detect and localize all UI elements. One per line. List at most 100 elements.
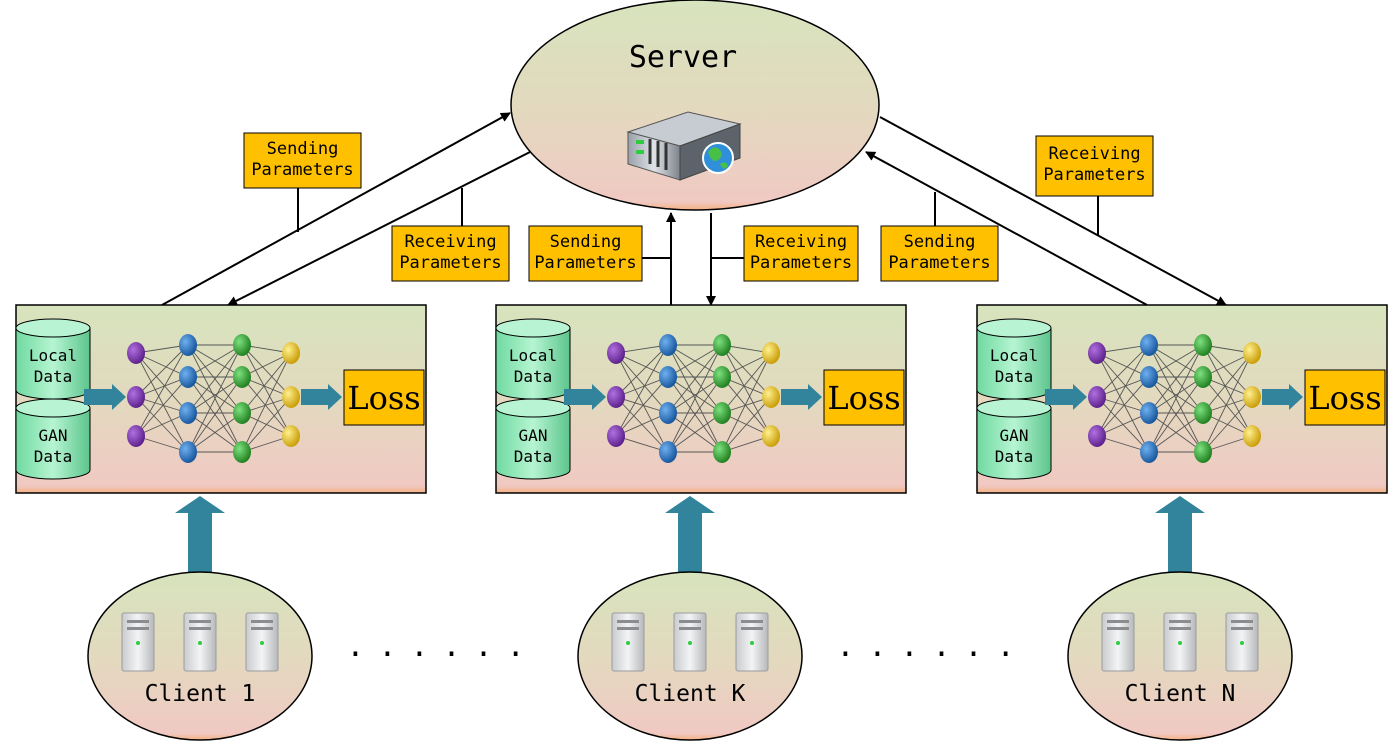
network-edge <box>1096 376 1150 398</box>
client-label: Client N <box>1125 681 1236 707</box>
loss-box <box>823 369 905 426</box>
network-edge <box>615 376 669 398</box>
network-edge <box>1096 352 1150 453</box>
neuron-input <box>127 342 145 364</box>
network-to-loss-arrow <box>1262 384 1303 410</box>
neuron-output <box>282 342 300 364</box>
server-ellipse <box>510 0 880 211</box>
network-edge <box>1096 344 1150 398</box>
neuron-hidden-1 <box>659 441 677 463</box>
network-edge <box>615 376 669 437</box>
network-edge <box>241 352 292 414</box>
network-edge <box>1202 396 1253 453</box>
network-edge <box>241 396 292 453</box>
upload-arrows <box>175 496 1205 574</box>
client-label: Client K <box>635 681 746 707</box>
server-tower-icon <box>1225 612 1259 672</box>
upload-arrow <box>175 496 225 574</box>
network-edge <box>1202 344 1253 398</box>
network-edge <box>1148 344 1204 453</box>
network-edge <box>135 376 189 398</box>
neuron-hidden-2 <box>1194 334 1212 356</box>
network-edge <box>1148 376 1204 414</box>
client-nodes: Client 1 Client K Client N <box>87 571 1293 741</box>
neuron-hidden-1 <box>179 334 197 356</box>
network-edge <box>135 352 189 414</box>
network-edge <box>1202 376 1253 437</box>
network-edge <box>615 344 669 398</box>
upload-arrow <box>1155 496 1205 574</box>
server-tower-icon <box>1163 612 1197 672</box>
network-edge <box>721 352 772 414</box>
ellipsis-dots: ............ <box>346 629 1028 664</box>
network-edge <box>187 376 243 414</box>
network-edge <box>667 344 723 378</box>
ellipsis-text: ...... <box>836 629 1028 664</box>
network-edge <box>667 376 723 453</box>
network-edge <box>135 352 189 378</box>
network-edge <box>615 352 669 414</box>
network-edge <box>667 412 723 453</box>
receive-line-client-n <box>879 116 1227 306</box>
network-edge <box>187 344 243 414</box>
network-edge <box>135 412 189 437</box>
neuron-hidden-2 <box>1194 366 1212 388</box>
network-edge <box>187 376 243 453</box>
neural-network <box>1088 334 1261 463</box>
send-line-client-n <box>865 151 1148 306</box>
server-node: Server <box>510 0 880 211</box>
network-edge <box>1148 412 1204 453</box>
neuron-hidden-1 <box>1140 402 1158 424</box>
network-edge <box>241 352 292 453</box>
client-label: Client 1 <box>145 681 256 707</box>
neuron-hidden-2 <box>713 334 731 356</box>
loss-box <box>343 369 425 426</box>
server-tower-icon <box>183 612 217 672</box>
client-node: Client 1 <box>87 571 313 741</box>
network-edge <box>135 344 189 437</box>
data-to-network-arrow <box>564 384 606 410</box>
neuron-hidden-1 <box>659 366 677 388</box>
network-edge <box>1096 344 1150 437</box>
network-edge <box>1148 344 1204 414</box>
network-edge <box>721 376 772 437</box>
loss-label: Loss <box>347 379 420 417</box>
network-to-loss-arrow <box>301 384 342 410</box>
neuron-hidden-2 <box>233 334 251 356</box>
neuron-input <box>607 342 625 364</box>
network-edge <box>1148 376 1204 453</box>
network-edge <box>615 412 669 437</box>
neuron-output <box>762 386 780 408</box>
server-tower-icon <box>121 612 155 672</box>
neuron-hidden-2 <box>713 441 731 463</box>
server-icon <box>626 111 742 181</box>
data-to-network-arrow <box>84 384 126 410</box>
server-tower-icon <box>611 612 645 672</box>
ellipsis-text: ...... <box>346 629 538 664</box>
neuron-hidden-1 <box>179 402 197 424</box>
neuron-hidden-2 <box>713 402 731 424</box>
neuron-hidden-2 <box>233 402 251 424</box>
network-edge <box>241 344 292 437</box>
neuron-hidden-1 <box>179 366 197 388</box>
client-node: Client N <box>1067 571 1293 741</box>
network-edge <box>241 344 292 398</box>
network-edge <box>721 344 772 437</box>
